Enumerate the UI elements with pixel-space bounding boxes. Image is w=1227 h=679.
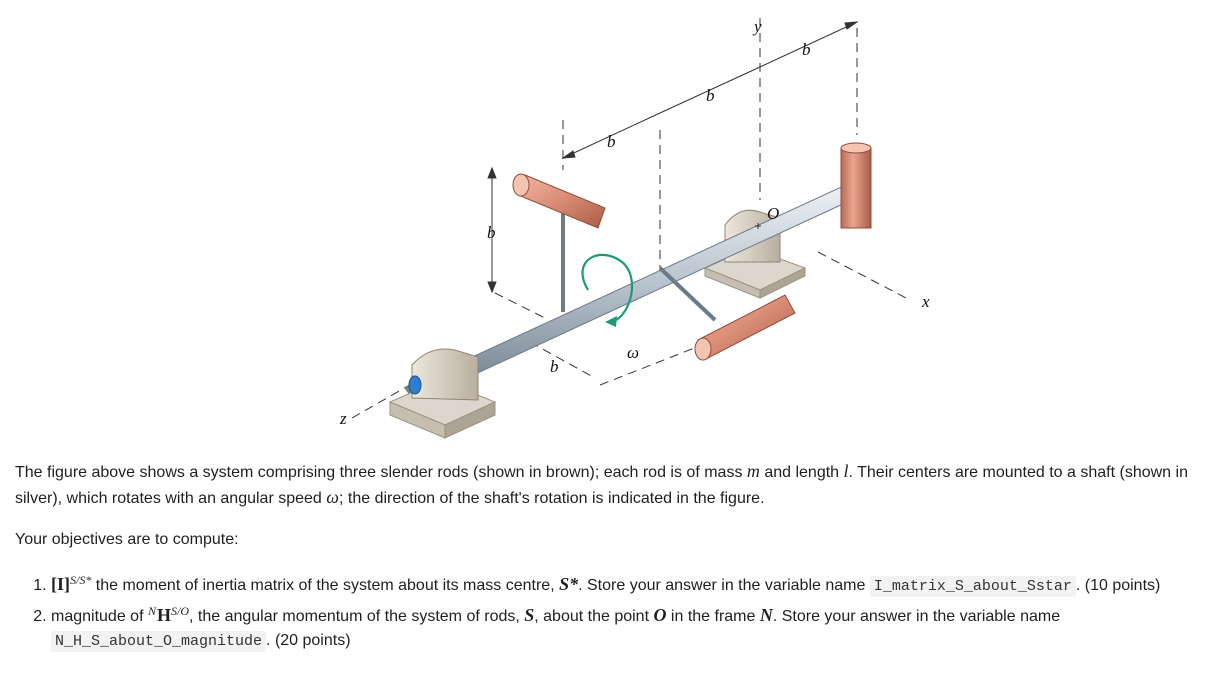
math-Sstar: S* xyxy=(559,574,579,594)
code-var-inertia: I_matrix_S_about_Sstar xyxy=(869,576,1076,597)
math-S: S xyxy=(524,605,535,625)
label-x: x xyxy=(921,292,930,311)
rod-1 xyxy=(512,173,606,229)
rotation-arrow xyxy=(581,253,634,327)
math-m: m xyxy=(746,461,760,481)
label-y: y xyxy=(752,17,762,36)
label-b-3: b xyxy=(607,132,616,151)
origin-marker: O xyxy=(755,204,779,229)
stem-rod-2 xyxy=(658,266,717,322)
dimension-arrows xyxy=(487,21,859,294)
math-O: O xyxy=(653,605,667,625)
objective-item-1: [I]S/S* the moment of inertia matrix of … xyxy=(51,572,1225,599)
rod-3 xyxy=(840,142,872,229)
label-z: z xyxy=(339,409,347,428)
code-var-angular-momentum: N_H_S_about_O_magnitude xyxy=(51,631,267,652)
math-N: N xyxy=(759,605,773,625)
problem-text: The figure above shows a system comprisi… xyxy=(15,459,1225,658)
math-H: H xyxy=(156,605,171,625)
label-b-2: b xyxy=(706,86,715,105)
objectives-lead: Your objectives are to compute: xyxy=(15,531,239,548)
math-l: l xyxy=(843,461,849,481)
math-inertia-matrix: [I] xyxy=(51,574,70,594)
label-b-4: b xyxy=(487,223,496,242)
label-omega: ω xyxy=(627,343,639,362)
label-b-5: b xyxy=(550,357,559,376)
objective-item-2: magnitude of NHS/O, the angular momentum… xyxy=(51,603,1225,654)
objectives-list: [I]S/S* the moment of inertia matrix of … xyxy=(15,572,1225,654)
rotating-shaft-figure: O y x z ω b b b b b xyxy=(339,17,930,439)
label-O: O xyxy=(767,204,779,223)
intro-paragraph: The figure above shows a system comprisi… xyxy=(15,461,1188,507)
rod-2 xyxy=(694,294,796,361)
bearing-front xyxy=(388,348,497,439)
math-omega: ω xyxy=(326,487,339,507)
label-b-1: b xyxy=(802,40,811,59)
